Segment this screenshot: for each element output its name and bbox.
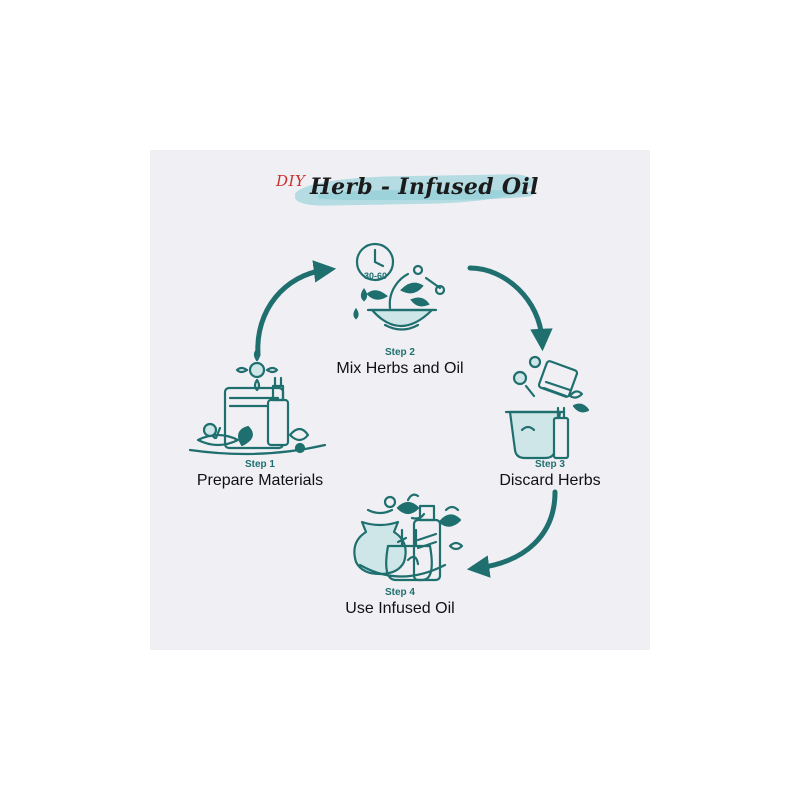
title-prefix: DIY bbox=[276, 172, 306, 190]
arrow-step1-to-step2 bbox=[255, 260, 337, 358]
mix-herbs-icon bbox=[353, 242, 446, 331]
step-2-label: Mix Herbs and Oil bbox=[336, 360, 464, 377]
diagram-panel: DIY Herb - Infused Oil bbox=[150, 150, 650, 650]
page-title: Herb - Infused Oil bbox=[310, 174, 539, 200]
title-brush-accent bbox=[318, 190, 533, 200]
timer-label: 30-60 bbox=[364, 271, 388, 281]
step-3-number: Step 3 bbox=[534, 459, 565, 470]
arrow-step3-to-step4 bbox=[466, 489, 558, 578]
arrow-step2-to-step3 bbox=[467, 265, 553, 352]
step-4-number: Step 4 bbox=[384, 587, 415, 598]
step-3-label: Discard Herbs bbox=[499, 472, 601, 489]
step-1-label: Prepare Materials bbox=[196, 472, 324, 489]
title-area: DIY Herb - Infused Oil bbox=[150, 150, 650, 230]
step-1-number: Step 1 bbox=[244, 459, 275, 470]
step-4-label: Use Infused Oil bbox=[345, 600, 455, 617]
prepare-materials-icon bbox=[188, 348, 327, 456]
cycle-diagram bbox=[188, 242, 590, 582]
discard-herbs-icon bbox=[504, 355, 590, 460]
use-infused-oil-icon bbox=[353, 493, 464, 582]
step-2-number: Step 2 bbox=[384, 347, 415, 358]
